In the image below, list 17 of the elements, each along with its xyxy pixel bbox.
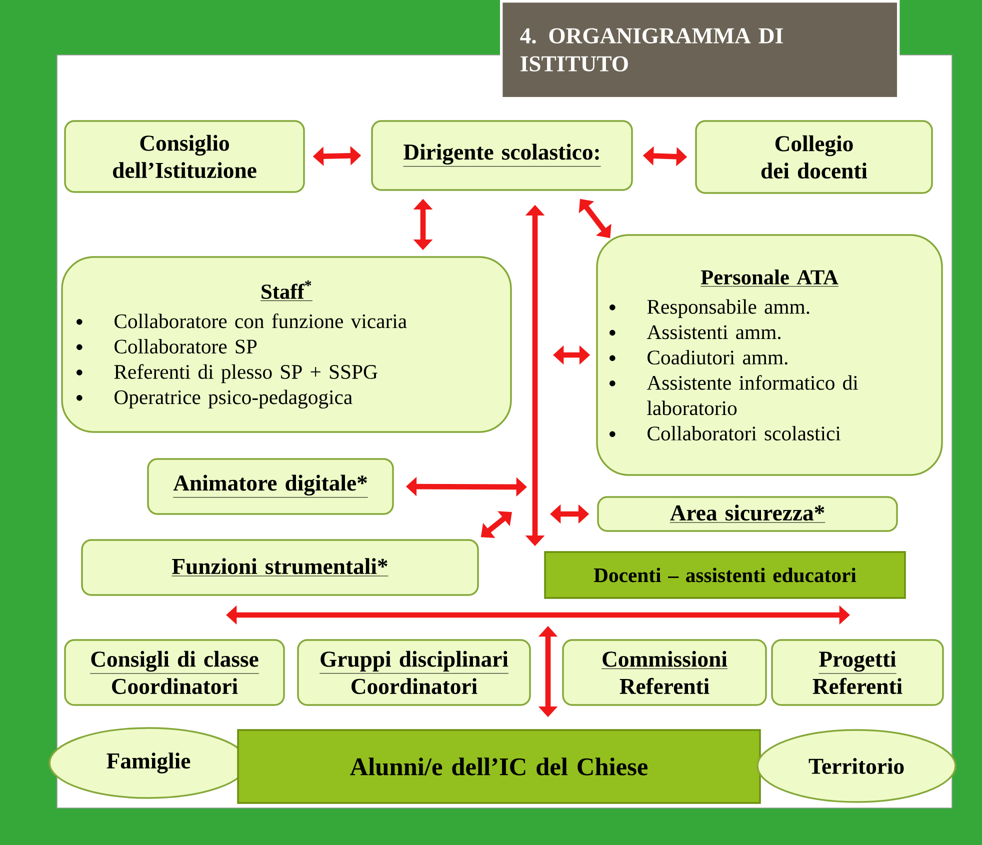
group-box: Alunni/e dell’IC del Chiese bbox=[237, 729, 761, 804]
oval-box: Territorio bbox=[756, 729, 956, 803]
list-box: Staff$^{*}$ Collaboratore con funzione vicaria Collaboratore SP Referenti di plesso SP + SSPG Operatrice psico-pedagogica bbox=[61, 256, 512, 433]
group-box: Docenti – assistenti educatori bbox=[544, 551, 906, 599]
role-box: Collegio dei docenti bbox=[695, 120, 933, 194]
role-box: Dirigente scolastico: bbox=[371, 120, 633, 191]
role-box: Funzioni strumentali* bbox=[81, 539, 479, 596]
role-box: Consigli di classe Coordinatori bbox=[64, 639, 285, 706]
role-box: Area sicurezza* bbox=[597, 496, 898, 532]
role-box: Commissioni Referenti bbox=[562, 639, 767, 706]
role-box: Gruppi disciplinari Coordinatori bbox=[297, 639, 531, 706]
list-box: Personale ATA Responsabile amm. Assistenti amm. Coadiutori amm. Assistente informatico di laboratorio Collaboratori scolastici bbox=[596, 234, 943, 476]
role-box: Consiglio dell’Istituzione bbox=[64, 120, 305, 193]
role-box: Animatore digitale* bbox=[147, 458, 394, 515]
role-box: Progetti Referenti bbox=[771, 639, 944, 706]
oval-box: Famiglie bbox=[48, 727, 248, 799]
title-banner: 4. ORGANIGRAMMA DI ISTITUTO bbox=[500, 0, 900, 100]
